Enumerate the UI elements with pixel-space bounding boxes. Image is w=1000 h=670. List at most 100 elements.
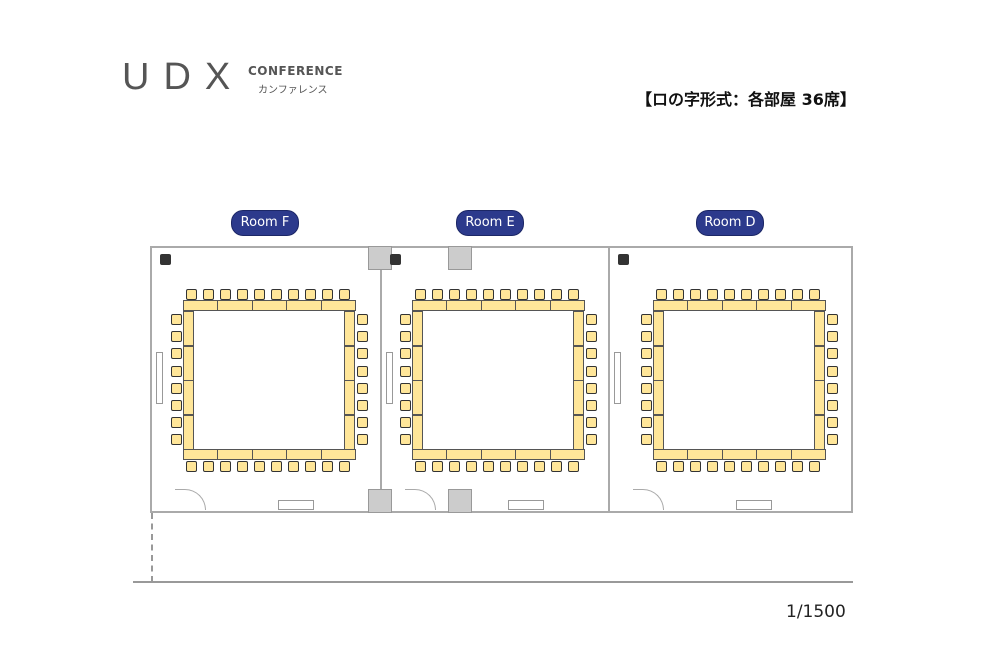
chair — [171, 314, 182, 325]
logo-conference: CONFERENCE — [248, 64, 343, 78]
table — [217, 300, 253, 311]
chair — [827, 417, 838, 429]
table — [183, 300, 219, 311]
chair — [322, 289, 333, 300]
chair — [775, 461, 786, 472]
table — [653, 345, 664, 381]
chair — [534, 461, 545, 472]
chair — [400, 314, 411, 325]
device-icon — [390, 254, 401, 265]
chair — [357, 400, 368, 411]
table — [412, 380, 423, 415]
chair — [586, 365, 597, 377]
chair — [466, 289, 477, 300]
chair — [220, 461, 231, 472]
chair — [171, 331, 182, 343]
chair — [586, 331, 597, 343]
table — [286, 449, 322, 460]
chair — [500, 289, 511, 300]
chair — [288, 461, 299, 472]
chair — [400, 400, 411, 411]
chair — [586, 417, 597, 429]
chair — [673, 461, 684, 472]
table — [573, 345, 584, 381]
chair — [568, 461, 579, 472]
chair — [483, 461, 494, 472]
window-icon — [156, 352, 163, 404]
chair — [827, 331, 838, 343]
room-e-badge[interactable]: Room E — [456, 210, 524, 236]
chair — [641, 314, 652, 325]
room-d-badge[interactable]: Room D — [696, 210, 764, 236]
chair — [400, 434, 411, 446]
table — [344, 414, 355, 450]
table — [549, 449, 585, 460]
table — [183, 414, 194, 450]
chair — [741, 461, 752, 472]
table — [412, 345, 423, 381]
table — [183, 345, 194, 381]
scale-label: 1/1500 — [786, 602, 846, 622]
chair — [186, 461, 197, 472]
table — [653, 449, 689, 460]
boundary-line — [133, 581, 853, 583]
table — [217, 449, 253, 460]
chair — [237, 461, 248, 472]
table — [573, 414, 584, 450]
chair — [171, 400, 182, 411]
chair — [568, 289, 579, 300]
chair — [827, 365, 838, 377]
chair — [827, 314, 838, 325]
table — [480, 300, 517, 311]
chair — [641, 382, 652, 394]
layout-title: 【ロの字形式：各部屋 36席】 — [636, 90, 856, 109]
table — [183, 380, 194, 415]
chair — [551, 289, 562, 300]
chair — [171, 365, 182, 377]
chair — [220, 289, 231, 300]
chair — [322, 461, 333, 472]
table — [412, 449, 448, 460]
chair — [775, 289, 786, 300]
room-f-badge[interactable]: Room F — [231, 210, 299, 236]
chair — [641, 365, 652, 377]
chair — [288, 289, 299, 300]
chair — [586, 382, 597, 394]
chair — [827, 382, 838, 394]
table — [653, 414, 664, 450]
device-icon — [160, 254, 171, 265]
table — [446, 449, 482, 460]
pillar — [448, 246, 472, 270]
chair — [432, 461, 443, 472]
table — [653, 300, 689, 311]
pillar — [368, 246, 392, 270]
chair — [357, 314, 368, 325]
chair — [517, 461, 528, 472]
chair — [237, 289, 248, 300]
chair — [400, 331, 411, 343]
table — [653, 311, 664, 346]
table — [814, 414, 825, 450]
table — [344, 380, 355, 415]
chair — [758, 461, 769, 472]
chair — [449, 289, 460, 300]
logo-kana: カンファレンス — [258, 85, 328, 96]
table — [251, 449, 288, 460]
table — [446, 300, 482, 311]
chair — [724, 461, 735, 472]
chair — [500, 461, 511, 472]
chair — [305, 461, 316, 472]
chair — [656, 289, 667, 300]
table — [653, 380, 664, 415]
chair — [171, 348, 182, 360]
chair — [400, 365, 411, 377]
boundary-dashed-line — [151, 513, 153, 582]
chair — [809, 289, 820, 300]
chair — [432, 289, 443, 300]
table — [183, 449, 219, 460]
table — [790, 449, 826, 460]
window-icon — [614, 352, 621, 404]
room-d — [608, 246, 853, 513]
chair — [357, 365, 368, 377]
